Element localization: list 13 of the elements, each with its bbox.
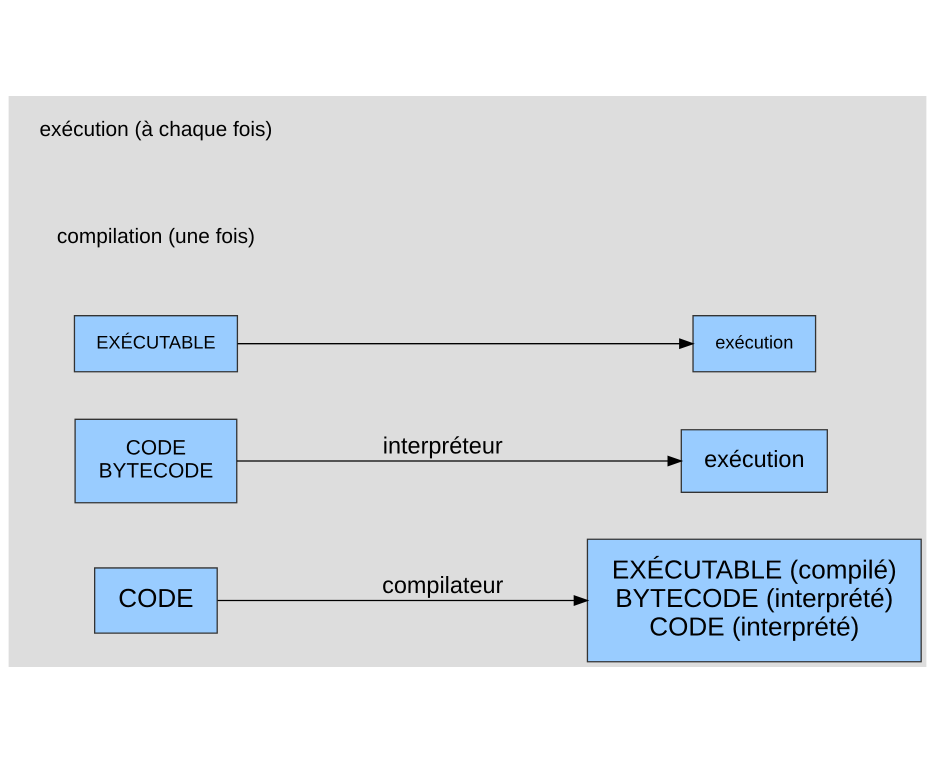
edge-label: interpréteur [382, 432, 503, 459]
label: exécution (à chaque fois) [39, 118, 272, 142]
arrow [236, 456, 684, 466]
edge-label: compilateur [382, 572, 504, 598]
node-box: CODE [94, 567, 218, 634]
node-box: EXÉCUTABLE (compilé) BYTECODE (interprété) CODE (interprété) [586, 538, 922, 662]
label: compilation (une fois) [56, 225, 255, 248]
node-box: EXÉCUTABLE [74, 315, 238, 372]
node-box: exécution [680, 429, 828, 493]
arrow [218, 595, 590, 606]
node-box: CODE BYTECODE [74, 418, 238, 504]
arrow [238, 338, 695, 350]
node-box: exécution [692, 315, 816, 372]
